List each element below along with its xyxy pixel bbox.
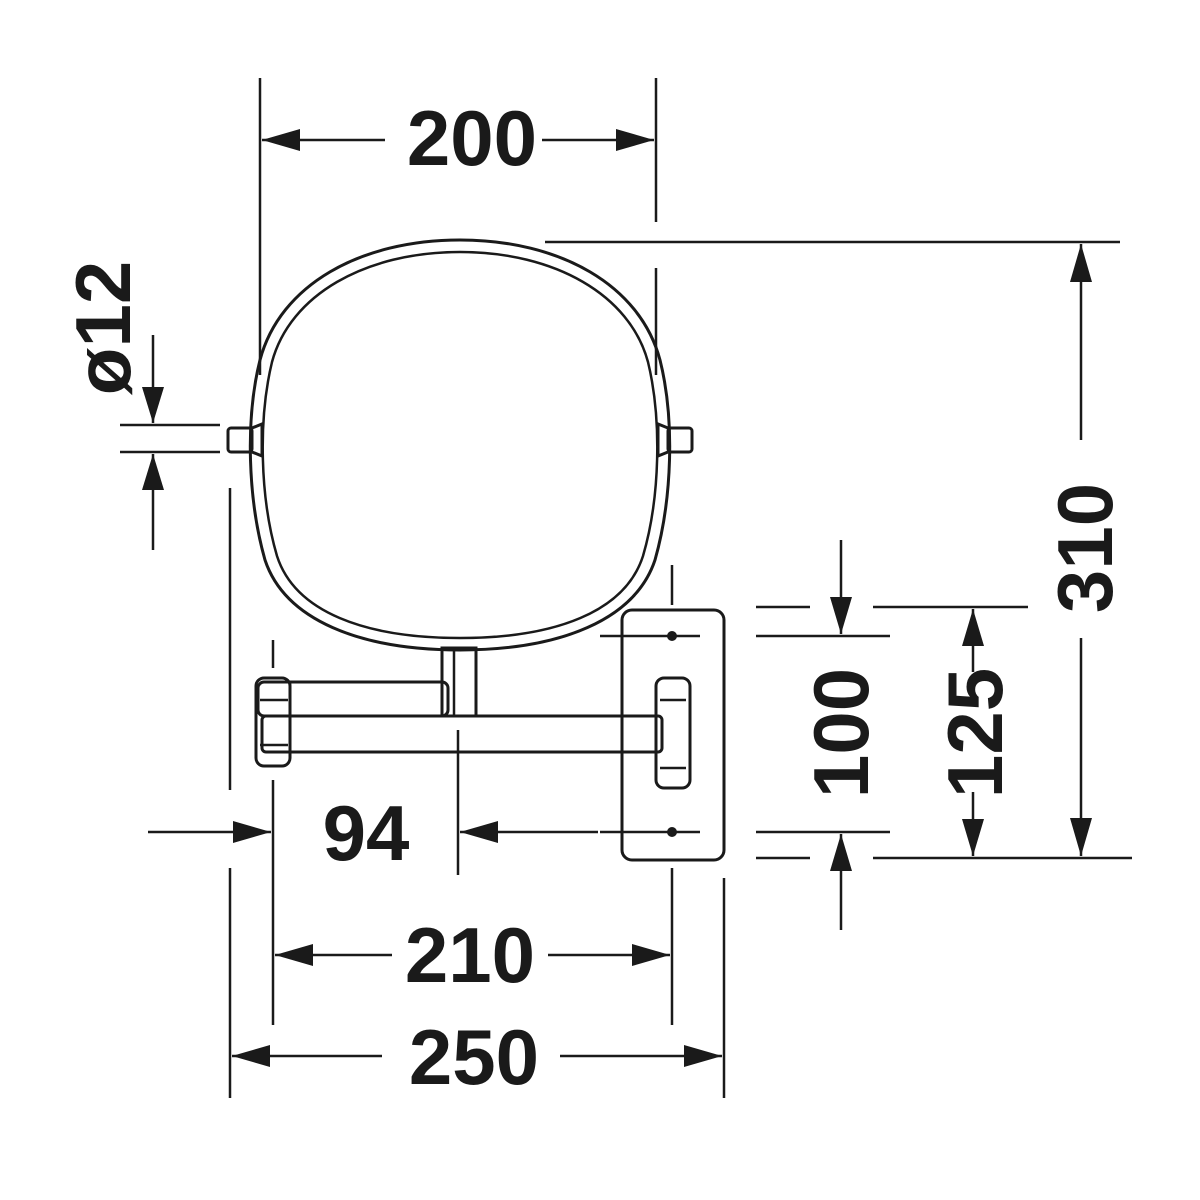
arrow-right (616, 129, 654, 151)
arrow-left (460, 821, 498, 843)
arrow-up (142, 454, 164, 490)
swing-arms (254, 676, 692, 790)
dim-label-125: 125 (931, 668, 1019, 798)
wall-plate-body (620, 608, 726, 862)
extension-lines (120, 78, 1132, 1098)
arrow-down (962, 819, 984, 856)
arrow-left (275, 944, 313, 966)
dim-label-310: 310 (1041, 483, 1129, 613)
dim-label-200: 200 (407, 94, 537, 182)
dimension-200: 200 (262, 94, 654, 182)
lower-arm (260, 714, 664, 754)
arrow-up (830, 834, 852, 871)
dim-label-94: 94 (323, 789, 410, 877)
arrow-left (232, 1045, 270, 1067)
dim-label-dia12: ø12 (59, 261, 147, 395)
left-pivot (251, 421, 264, 459)
dimension-100: 100 (797, 540, 885, 930)
left-knob (226, 426, 254, 454)
arrow-left (262, 129, 300, 151)
arrow-up (962, 609, 984, 646)
dim-label-210: 210 (405, 911, 535, 999)
elbow-joint (254, 676, 292, 768)
wall-plate (620, 608, 726, 862)
arrow-right (233, 821, 271, 843)
dimension-94: 94 (148, 789, 598, 877)
arrow-right (684, 1045, 722, 1067)
arrow-down (1070, 818, 1092, 856)
right-knob (666, 426, 694, 454)
right-pivot (656, 421, 669, 459)
dimension-dia12: ø12 (59, 261, 164, 550)
arrow-down (142, 387, 164, 423)
dimension-210: 210 (275, 911, 670, 999)
dim-label-250: 250 (409, 1013, 539, 1101)
dim-label-100: 100 (797, 668, 885, 798)
dimension-125: 125 (931, 609, 1019, 856)
arrow-right (632, 944, 670, 966)
mirror-glass (261, 250, 659, 640)
arrow-up (1070, 244, 1092, 282)
mirror-frame-outer (248, 238, 672, 652)
dimension-250: 250 (232, 1013, 722, 1101)
dimension-310: 310 (1041, 244, 1129, 856)
wall-pivot (654, 676, 692, 790)
arrow-down (830, 597, 852, 634)
